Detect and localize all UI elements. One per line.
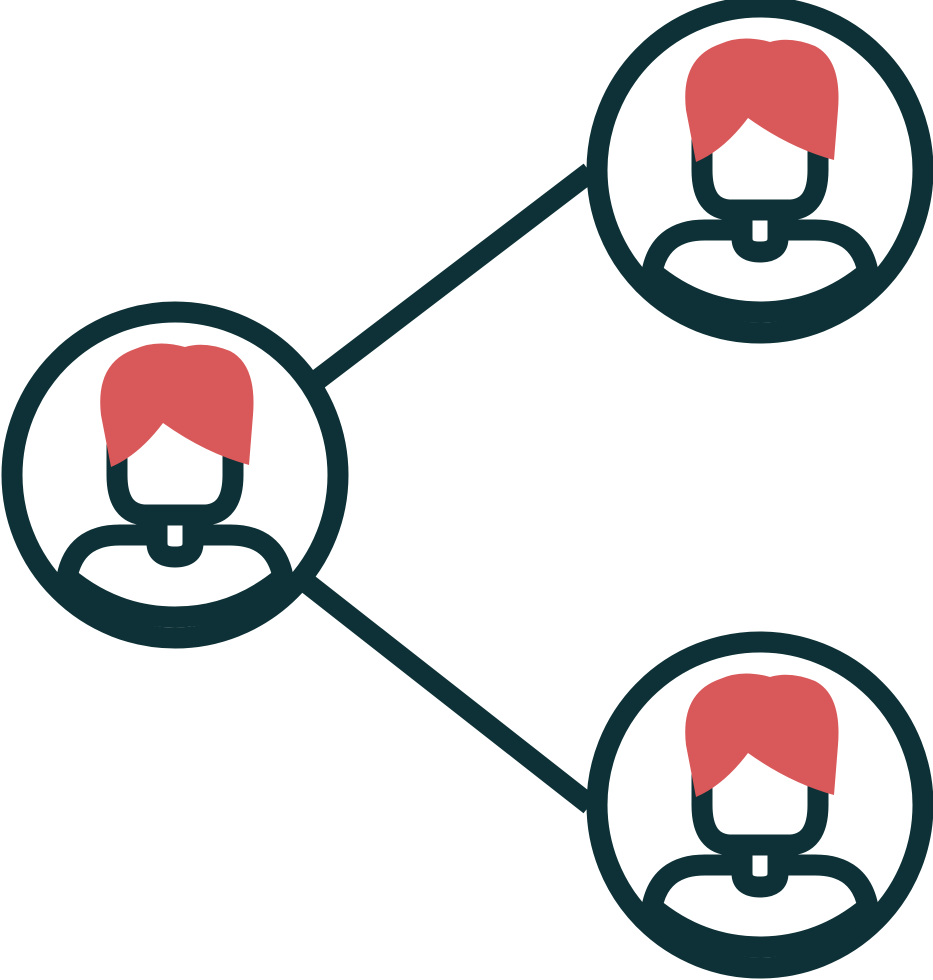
person-avatar-icon [12,312,338,638]
person-avatar-icon [597,642,923,968]
connector-line-bottom [296,571,597,814]
connector-line-top [305,163,597,393]
person-avatar-icon [597,7,923,333]
